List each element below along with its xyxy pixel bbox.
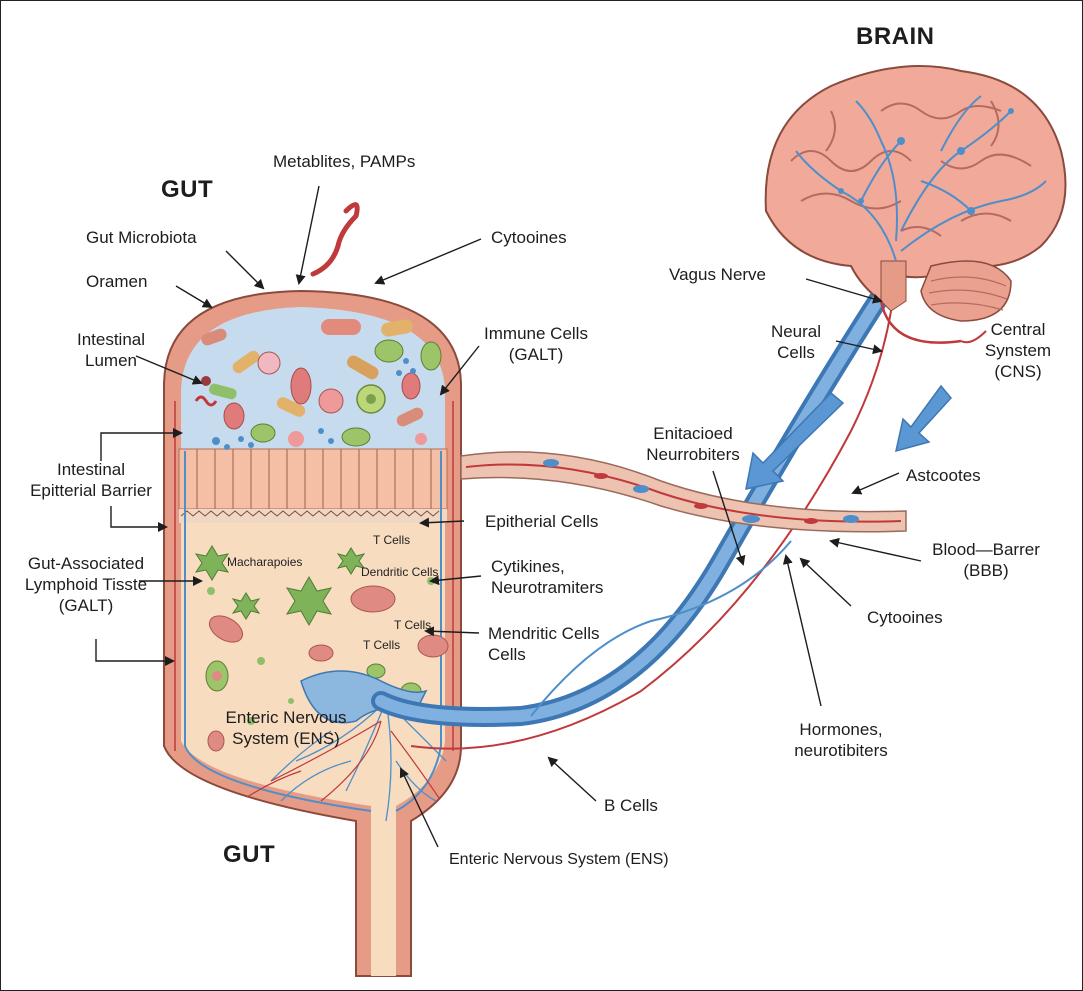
brain-stem xyxy=(881,261,906,311)
gut-bottom-heading: GUT xyxy=(223,841,275,869)
brain-heading: BRAIN xyxy=(856,23,935,51)
metabolite-squiggle xyxy=(313,205,357,274)
astcootes-label: Astcootes xyxy=(906,465,981,486)
metabolites-label: Metablites, PAMPs xyxy=(273,151,415,172)
dendritic-cells-label: Dendritic Cells xyxy=(361,565,438,579)
hormones-label: Hormones,neurotibiters xyxy=(776,719,906,761)
t-cells-label-3: T Cells xyxy=(363,638,400,652)
brain-cerebellum xyxy=(921,261,1011,321)
gut-section xyxy=(164,205,461,976)
immune-cells-label: Immune Cells(GALT) xyxy=(471,323,601,365)
t-cells-label-1: T Cells xyxy=(373,533,410,547)
gut-top-heading: GUT xyxy=(161,176,213,204)
cytikines-neuro-label: Cytikines,Neurotramiters xyxy=(491,556,603,598)
brain-illustration xyxy=(766,66,1066,321)
cytokines-right-label: Cytooines xyxy=(867,607,943,628)
vagus-nerve-label: Vagus Nerve xyxy=(669,264,766,285)
cytokines-top-label: Cytooines xyxy=(491,227,567,248)
epithelial-layer xyxy=(179,449,447,509)
t-cells-label-2: T Cells xyxy=(394,618,431,632)
bbb-label: Blood—Barrer(BBB) xyxy=(921,539,1051,581)
gut-microbiota-label: Gut Microbiota xyxy=(86,227,197,248)
epithelial-cells-label: Epitherial Cells xyxy=(485,511,598,532)
oramen-label: Oramen xyxy=(86,271,147,292)
brain-cerebrum xyxy=(766,66,1066,301)
b-cells-label: B Cells xyxy=(604,795,658,816)
macharapoies-label: Macharapoies xyxy=(227,555,302,569)
ens-bottom-label: Enteric Nervous System (ENS) xyxy=(449,851,669,868)
